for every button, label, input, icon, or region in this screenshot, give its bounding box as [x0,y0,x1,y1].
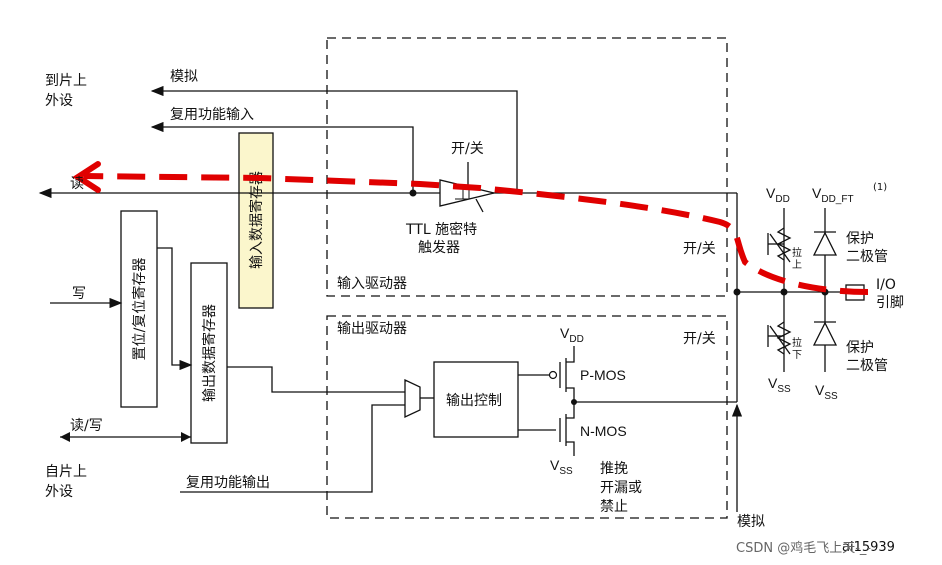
output-driver-label: 输出驱动器 [337,321,407,337]
pull-up-label: 拉上 [792,246,802,271]
on-off-output-label: 开/关 [683,331,716,347]
write-label: 写 [72,286,86,302]
bit-set-reset-register [120,210,158,408]
input-driver-label: 输入驱动器 [337,276,407,292]
analog-input-line [150,85,518,193]
from-chip-peripheral-label: 自片上外设 [45,464,87,500]
output-driver-box [326,315,728,519]
alt-func-input-line [150,121,414,193]
output-control-label: 输出控制 [446,393,502,409]
vss-mos-label: VSS [550,457,573,477]
input-data-register [238,132,274,309]
protect-diode-bottom-label: 保护二极管 [846,340,888,374]
output-data-register-label: 输出数据寄存器 [201,304,218,402]
vss-pull-label: VSS [768,375,791,395]
on-off-pull-label: 开/关 [683,241,716,257]
alt-func-input-label: 复用功能输入 [170,106,254,123]
push-pull-label: 推挽开漏或禁止 [600,461,642,515]
read-write-label: 读/写 [70,417,103,434]
protection-diode-bottom [812,321,838,346]
vdd-ft-label: VDD_FT [812,185,854,205]
output-mux [404,378,421,419]
pull-down-label: 拉下 [792,336,802,361]
on-off-input-label: 开/关 [451,141,484,157]
nmos-label: N-MOS [580,423,627,439]
highlight-arrowhead [72,161,101,193]
footnote-label: (1) [873,182,887,193]
protect-diode-top-label: 保护二极管 [846,231,888,265]
input-driver-box [326,37,728,297]
vss-diode-label: VSS [815,382,838,402]
to-chip-peripheral-label: 到片上外设 [45,73,87,109]
ttl-schmitt-label: TTL 施密特触发器 [405,221,477,256]
bit-set-reset-register-label: 置位/复位寄存器 [131,258,148,361]
input-data-register-label: 输入数据寄存器 [248,171,265,269]
schmitt-trigger [439,179,495,207]
alt-func-output-label: 复用功能输出 [186,474,270,491]
vdd-mos-label: VDD [560,325,584,345]
output-data-register [190,262,228,444]
figure-id-label: ai15939 [842,540,895,555]
output-control-block [433,361,519,438]
read-label: 读 [70,175,84,192]
watermark: CSDN @鸡毛飞上天-_- [736,540,871,556]
highlighted-input-path [83,173,869,295]
protection-diode-top [812,231,838,256]
junction-dot [409,189,417,197]
vdd-pull-label: VDD [766,185,790,205]
analog-top-label: 模拟 [170,69,198,85]
analog-bottom-label: 模拟 [737,514,765,530]
pmos-label: P-MOS [580,367,626,383]
